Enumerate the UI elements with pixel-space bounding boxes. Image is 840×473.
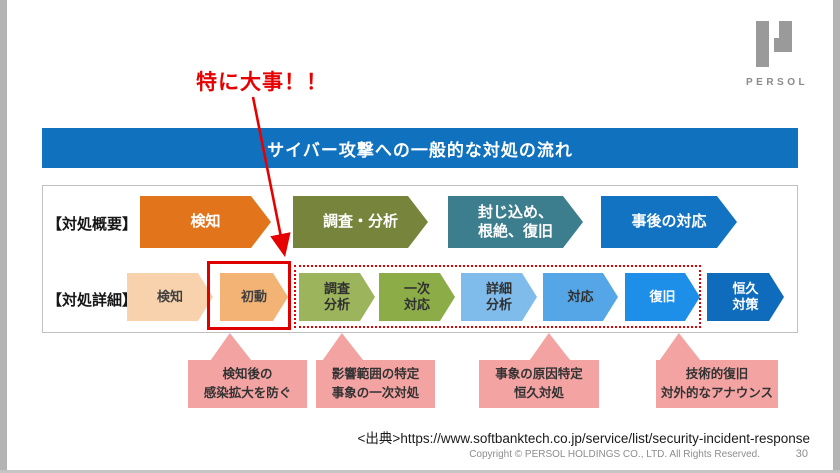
bottom-gray-rail bbox=[0, 470, 840, 473]
persol-logo-text: PERSOL bbox=[746, 77, 809, 88]
detail-step-investigate-analyze: 調査 分析 bbox=[299, 273, 375, 321]
overview-step-followup: 事後の対応 bbox=[601, 196, 737, 248]
overview-row-label: 【対処概要】 bbox=[47, 216, 138, 233]
phase-group-dotted-outline bbox=[294, 265, 701, 328]
detail-step-detect: 検知 bbox=[127, 273, 213, 321]
detail-row-label: 【対処詳細】 bbox=[47, 292, 138, 309]
callout-root-cause: 事象の原因特定 恒久対処 bbox=[479, 360, 599, 408]
callout-pointer bbox=[210, 333, 252, 361]
detail-step-response: 対応 bbox=[543, 273, 618, 321]
page-number: 30 bbox=[795, 448, 808, 460]
persol-logo: PERSOL bbox=[746, 20, 809, 88]
detail-step-permanent-measures: 恒久 対策 bbox=[707, 273, 784, 321]
right-gray-rail bbox=[833, 0, 840, 473]
callout-pointer bbox=[659, 333, 701, 361]
callout-identify-scope: 影響範囲の特定 事象の一次対処 bbox=[316, 360, 435, 408]
detail-step-recovery: 復旧 bbox=[625, 273, 700, 321]
overview-step-contain: 封じ込め、 根絶、復旧 bbox=[448, 196, 583, 248]
callout-pointer bbox=[529, 333, 571, 361]
detail-step-detailed-analysis: 詳細 分析 bbox=[461, 273, 537, 321]
overview-step-investigate: 調査・分析 bbox=[293, 196, 428, 248]
slide-title: サイバー攻撃への一般的な対処の流れ bbox=[42, 128, 798, 168]
highlight-box-initial-response bbox=[207, 261, 291, 330]
persol-logo-mark bbox=[756, 21, 792, 67]
left-gray-rail bbox=[0, 0, 7, 473]
emphasis-note: 特に大事！！ bbox=[196, 71, 328, 94]
callout-prevent-spread: 検知後の 感染拡大を防ぐ bbox=[188, 360, 307, 408]
callout-pointer bbox=[322, 333, 364, 361]
overview-step-detect: 検知 bbox=[140, 196, 271, 248]
source-citation: <出典>https://www.softbanktech.co.jp/servi… bbox=[357, 431, 810, 446]
detail-step-initial-response: 初動 bbox=[220, 273, 288, 321]
copyright-text: Copyright © PERSOL HOLDINGS CO., LTD. Al… bbox=[469, 449, 760, 460]
detail-step-primary-response: 一次 対応 bbox=[379, 273, 455, 321]
callout-technical-recovery: 技術的復旧 対外的なアナウンス bbox=[656, 360, 778, 408]
